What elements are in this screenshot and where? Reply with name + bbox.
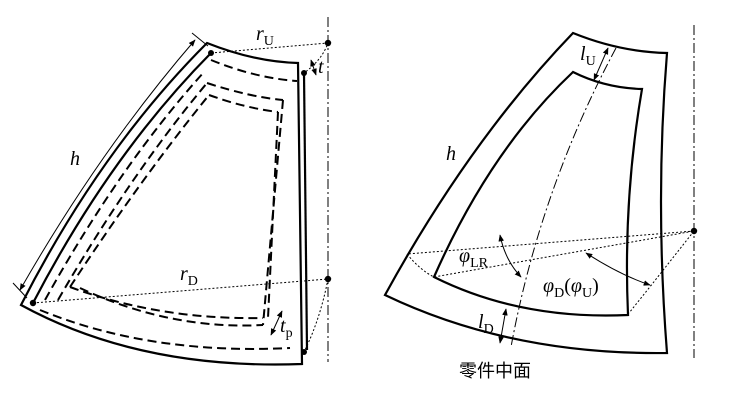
caption-part-mid-surface: 零件中面 bbox=[459, 361, 531, 382]
left-dashed-3 bbox=[69, 94, 210, 288]
tp-dimension bbox=[270, 310, 283, 336]
top-dashed-1 bbox=[210, 59, 298, 82]
label-r-d: rD bbox=[180, 263, 198, 289]
right-figure: h lU lD φLR φD(φU) 零件中面 bbox=[383, 25, 698, 382]
center-point bbox=[690, 227, 698, 235]
bottom-dashed-2 bbox=[79, 287, 264, 327]
label-t-p: tp bbox=[280, 315, 293, 341]
inner-contour-right bbox=[432, 70, 644, 317]
right-dashed-2 bbox=[267, 111, 279, 319]
points bbox=[29, 39, 332, 355]
h-extension-bottom bbox=[12, 282, 28, 299]
top-dashed-2 bbox=[206, 82, 284, 101]
label-l-u: lU bbox=[580, 43, 596, 69]
label-phi-d-u: φD(φU) bbox=[543, 275, 599, 301]
label-phi-lr: φLR bbox=[459, 245, 489, 271]
top-dashed-3 bbox=[208, 94, 279, 113]
left-figure: h rU rD t tp bbox=[12, 17, 332, 366]
phi-d-arc bbox=[585, 252, 651, 286]
t-dimension bbox=[310, 59, 317, 76]
label-l-d: lD bbox=[478, 311, 494, 337]
l-d-dimension bbox=[498, 308, 508, 344]
label-h-left: h bbox=[70, 148, 80, 170]
h-extension-top bbox=[191, 32, 209, 47]
l-u-dimension bbox=[593, 47, 609, 81]
bottom-dashed-3 bbox=[39, 309, 291, 350]
label-h-right: h bbox=[446, 143, 456, 165]
mid-surface-line bbox=[510, 47, 617, 348]
outer-contour-right bbox=[383, 31, 669, 355]
angle-lines bbox=[406, 230, 696, 314]
h-dimension-left bbox=[19, 39, 196, 291]
label-t: t bbox=[318, 56, 324, 78]
bottom-dashed-1 bbox=[69, 286, 264, 320]
phi-lr-arc bbox=[498, 234, 522, 278]
right-inner-edge bbox=[302, 72, 309, 351]
label-r-u: rU bbox=[256, 23, 274, 49]
